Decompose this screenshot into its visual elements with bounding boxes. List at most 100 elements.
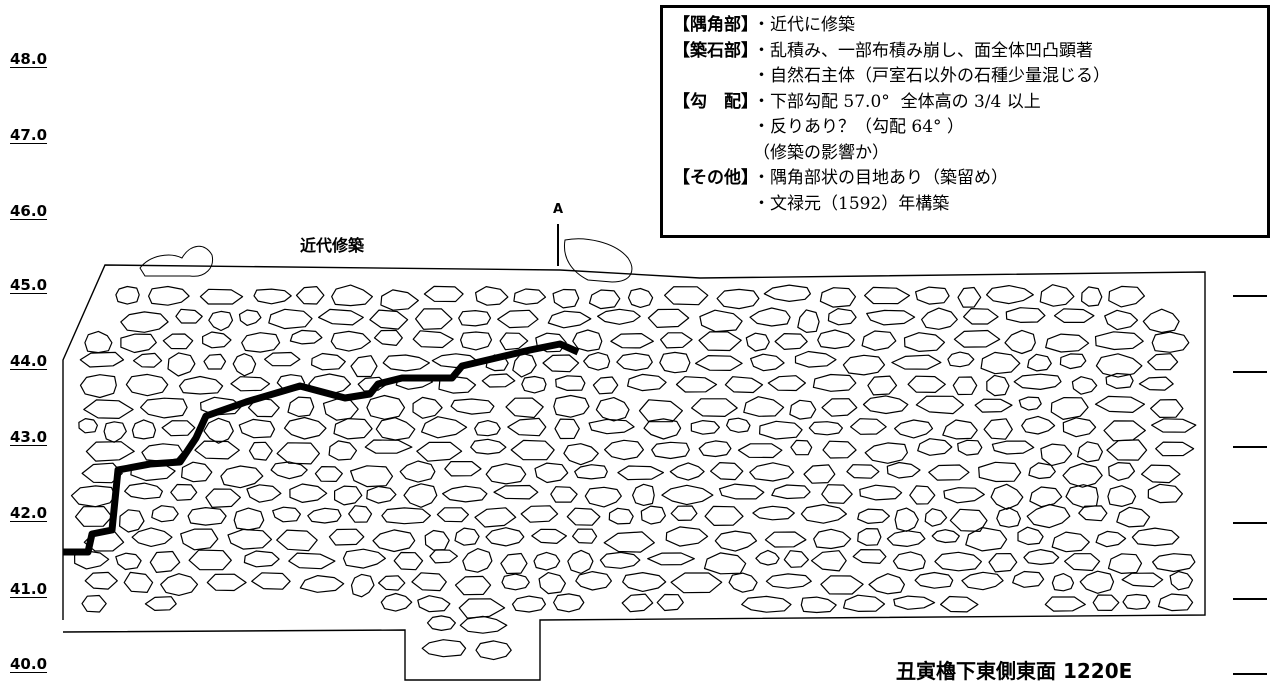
wall-stone <box>861 330 897 351</box>
wall-stone <box>412 396 443 419</box>
wall-stone <box>1155 441 1195 457</box>
wall-stone <box>475 286 509 306</box>
wall-stone <box>1104 309 1139 331</box>
wall-stone <box>513 288 547 305</box>
wall-stone <box>659 351 691 374</box>
wall-stone <box>1005 307 1046 323</box>
note-line: ・近代に修築 <box>753 15 855 35</box>
wall-stone <box>698 331 742 352</box>
wall-stone <box>348 505 373 523</box>
wall-stone <box>1121 572 1164 588</box>
note-heading: 【勾 配】 <box>673 91 758 112</box>
wall-stone <box>610 333 654 349</box>
wall-stone <box>485 527 525 547</box>
wall-stone <box>328 528 365 546</box>
wall-stone <box>366 485 397 504</box>
wall-stone <box>1150 418 1197 433</box>
wall-stone <box>1147 353 1179 371</box>
wall-stone <box>1012 570 1045 588</box>
wall-stone <box>699 309 743 333</box>
wall-stone <box>863 286 911 305</box>
wall-stone <box>812 373 857 392</box>
wall-stone <box>728 572 758 593</box>
wall-stone <box>595 397 630 422</box>
wall-stone <box>521 375 547 394</box>
note-heading: 【築石部】 <box>673 40 758 61</box>
section-a-label: A <box>553 202 564 217</box>
wall-stone <box>1116 506 1151 528</box>
wall-stone <box>583 352 611 371</box>
wall-stone <box>160 573 199 597</box>
wall-stone <box>1151 553 1196 573</box>
wall-stone <box>331 284 373 307</box>
wall-stone <box>510 439 555 461</box>
wall-stone <box>859 484 903 501</box>
wall-stone <box>458 598 506 619</box>
wall-stone <box>1078 505 1108 522</box>
wall-stone <box>270 461 308 480</box>
wall-stone <box>238 418 276 439</box>
wall-stone <box>429 549 458 564</box>
note-line: ・隅角部状の目地あり（築留め） <box>753 168 1008 188</box>
wall-stone <box>505 397 544 419</box>
wall-stone <box>493 484 539 500</box>
wall-stone <box>364 439 413 454</box>
wall-stone <box>670 505 698 522</box>
wall-stone <box>412 330 454 349</box>
wall-stone <box>991 440 1035 455</box>
wall-stone <box>83 399 134 419</box>
wall-stone <box>151 505 179 523</box>
wall-stone <box>783 550 810 568</box>
wall-stone <box>1157 593 1194 612</box>
wall-stone <box>714 530 758 552</box>
wall-stone <box>574 464 608 480</box>
wall-stone <box>803 464 836 484</box>
wall-stone <box>931 529 960 544</box>
wall-stone <box>276 442 320 465</box>
wall-stone <box>334 485 363 506</box>
wall-stone <box>962 308 999 325</box>
wall-stone <box>115 285 140 305</box>
wall-stone <box>813 528 852 550</box>
wall-stone <box>758 420 803 440</box>
wall-stone <box>909 485 936 505</box>
drawing-caption: 丑寅櫓下東側東面 1220E <box>896 659 1133 683</box>
wall-stone <box>949 508 988 533</box>
elevation-label-40: 40.0 <box>10 655 48 673</box>
wall-stone <box>800 596 837 614</box>
wall-stone <box>1107 553 1143 575</box>
wall-stone <box>767 375 807 392</box>
elevation-label-47: 47.0 <box>10 126 48 144</box>
wall-stone <box>737 443 783 459</box>
wall-stone <box>675 376 718 393</box>
wall-stone <box>749 307 791 327</box>
wall-stone <box>709 462 744 481</box>
wall-stone <box>264 351 301 367</box>
wall-stone <box>497 309 539 329</box>
wall-stone <box>220 465 264 489</box>
wall-stone <box>403 483 438 508</box>
wall-stone <box>1063 553 1101 572</box>
wall-stone <box>622 571 667 593</box>
wall-stone <box>421 416 468 439</box>
wall-stone <box>79 351 125 368</box>
wall-stone <box>202 331 232 349</box>
wall-stone <box>978 461 1022 483</box>
wall-stone <box>283 416 327 440</box>
wall-stone <box>915 395 965 415</box>
wall-stone <box>974 398 1013 413</box>
wall-stone <box>794 350 837 368</box>
wall-stone <box>765 573 812 589</box>
wall-stone <box>307 507 342 524</box>
wall-stone <box>651 441 690 460</box>
wall-stone <box>866 309 916 326</box>
wall-stone <box>961 571 1004 591</box>
wall-stone <box>1071 376 1098 395</box>
wall-stone <box>819 287 857 308</box>
wall-stone <box>499 332 529 351</box>
wall-stone <box>988 552 1018 573</box>
wall-stone <box>1107 485 1137 507</box>
note-heading: 【隅角部】 <box>673 15 758 35</box>
wall-stone <box>287 396 315 418</box>
wall-stone <box>520 505 559 523</box>
